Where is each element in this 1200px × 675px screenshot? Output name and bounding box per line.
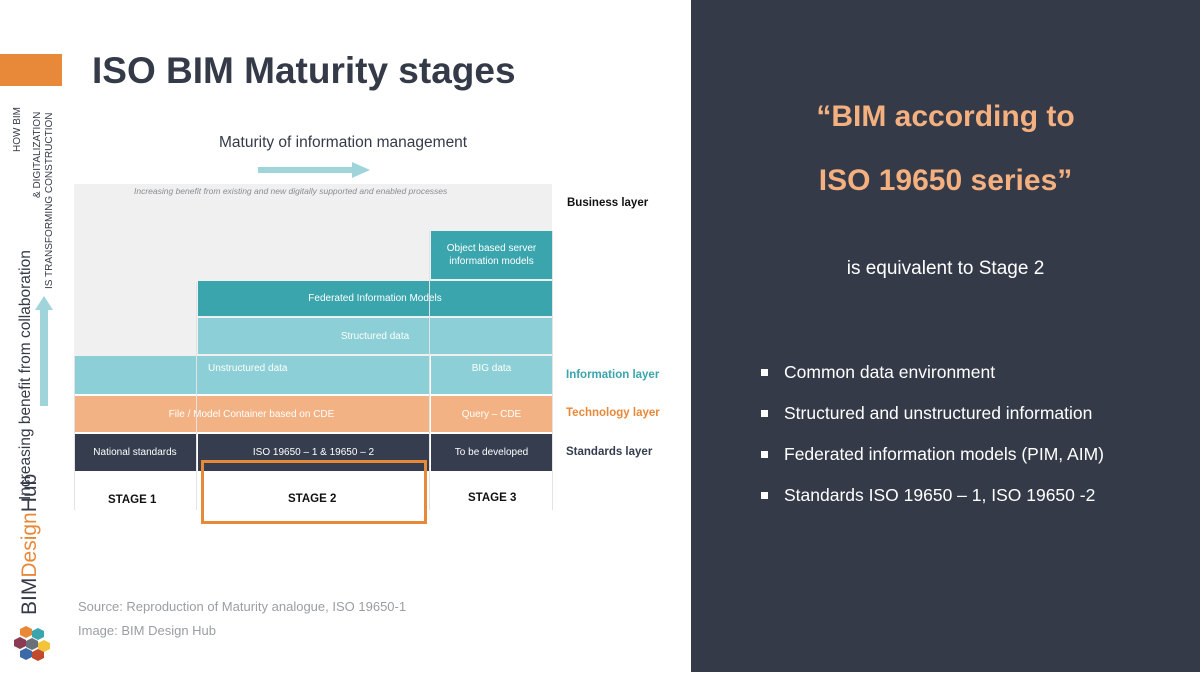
technology-layer-label: Technology layer bbox=[566, 407, 660, 419]
collaboration-axis-label: Increasing benefit from collaboration bbox=[17, 250, 34, 500]
list-item: Common data environment bbox=[761, 362, 1104, 403]
list-item: Standards ISO 19650 – 1, ISO 19650 -2 bbox=[761, 485, 1104, 526]
iso-standards-block: ISO 19650 – 1 & 19650 – 2 bbox=[198, 434, 429, 471]
business-layer-note: Increasing benefit from existing and new… bbox=[134, 186, 448, 196]
unstructured-data-label: Unstructured data bbox=[208, 363, 288, 374]
quote-line-1: “BIM according to bbox=[816, 100, 1075, 133]
page-title: ISO BIM Maturity stages bbox=[92, 50, 516, 91]
accent-bar bbox=[0, 54, 62, 86]
bullet-square-icon bbox=[761, 369, 768, 376]
query-cde-block: Query – CDE bbox=[431, 396, 552, 432]
equivalence-statement: is equivalent to Stage 2 bbox=[846, 258, 1045, 279]
bullet-square-icon bbox=[761, 492, 768, 499]
stage-3-label: STAGE 3 bbox=[468, 492, 517, 504]
quote-line-2: ISO 19650 series” bbox=[818, 164, 1073, 197]
tagline-line-3: IS TRANSFORMING CONSTRUCTION bbox=[44, 112, 55, 289]
information-layer-label: Information layer bbox=[566, 369, 660, 381]
national-standards-block: National standards bbox=[74, 434, 196, 471]
summary-bullet-list: Common data environment Structured and u… bbox=[761, 362, 1104, 526]
stage-2-highlight bbox=[201, 460, 427, 524]
to-be-developed-block: To be developed bbox=[431, 434, 552, 471]
source-caption: Source: Reproduction of Maturity analogu… bbox=[78, 599, 407, 614]
stage-2-3-boundary bbox=[429, 231, 430, 510]
big-data-block: BIG data bbox=[431, 356, 552, 394]
stage-1-2-boundary bbox=[196, 282, 197, 510]
bullet-text: Standards ISO 19650 – 1, ISO 19650 -2 bbox=[784, 485, 1096, 505]
stage-1-label: STAGE 1 bbox=[108, 494, 157, 506]
unstructured-data-block: Unstructured data bbox=[74, 356, 429, 394]
summary-panel: “BIM according to ISO 19650 series” is e… bbox=[691, 0, 1200, 672]
stage-2-label: STAGE 2 bbox=[288, 493, 337, 505]
image-credit-caption: Image: BIM Design Hub bbox=[78, 623, 217, 638]
list-item: Structured and unstructured information bbox=[761, 403, 1104, 444]
bullet-square-icon bbox=[761, 451, 768, 458]
tagline-line-1: HOW BIM bbox=[12, 107, 23, 152]
brand-part-2: Design bbox=[18, 512, 41, 578]
business-layer-label: Business layer bbox=[567, 197, 649, 209]
up-arrow-icon bbox=[35, 296, 53, 406]
standards-layer-label: Standards layer bbox=[566, 446, 653, 458]
stage-3-right-edge bbox=[552, 231, 553, 510]
object-server-block: Object based server information models bbox=[431, 231, 552, 279]
stage-1-left-edge bbox=[74, 356, 75, 510]
cube-logo-icon bbox=[14, 626, 50, 661]
brand-part-1: BIM bbox=[18, 577, 41, 615]
bullet-square-icon bbox=[761, 410, 768, 417]
bullet-text: Common data environment bbox=[784, 362, 996, 382]
bullet-text: Structured and unstructured information bbox=[784, 403, 1093, 423]
file-container-block: File / Model Container based on CDE bbox=[74, 396, 429, 432]
bullet-text: Federated information models (PIM, AIM) bbox=[784, 444, 1104, 464]
tagline-line-2: & DIGITALIZATION bbox=[32, 111, 43, 198]
maturity-axis-label: Maturity of information management bbox=[219, 134, 468, 151]
right-arrow-icon bbox=[258, 162, 370, 178]
federated-models-block: Federated Information Models bbox=[198, 281, 552, 316]
structured-data-block: Structured data bbox=[198, 318, 552, 354]
list-item: Federated information models (PIM, AIM) bbox=[761, 444, 1104, 485]
